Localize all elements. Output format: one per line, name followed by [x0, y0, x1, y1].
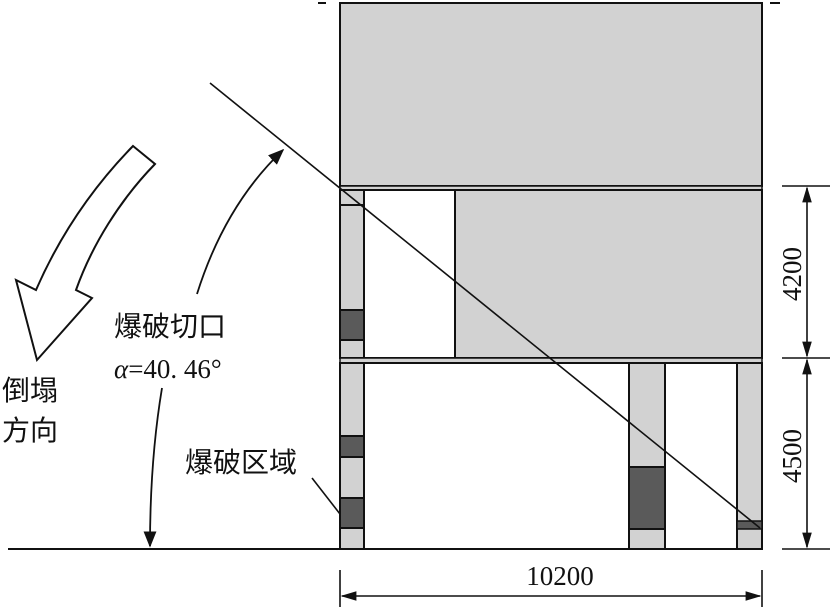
upper-building-block — [339, 2, 763, 187]
collapse-direction-label-line1: 倒塌 — [2, 374, 58, 407]
angle-label: α=40. 46° — [114, 354, 222, 384]
right-column — [736, 362, 763, 550]
charge-middle-column — [628, 466, 666, 530]
horizontal-dimension — [339, 570, 763, 607]
cut-slope-line — [209, 82, 761, 529]
charge-left-lower — [339, 497, 365, 529]
vertical-dimension — [782, 185, 830, 550]
first-story — [339, 362, 763, 550]
dimension-lower-story: 4500 — [777, 429, 807, 483]
collapse-direction-label-line2: 方向 — [2, 414, 58, 447]
blast-area-leader — [311, 477, 341, 515]
charge-left-middle — [339, 435, 365, 458]
charge-left-upper — [339, 309, 365, 341]
angle-arc-upper — [196, 148, 285, 295]
second-story-opening — [363, 189, 456, 359]
blast-area-label: 爆破区域 — [185, 446, 297, 479]
dimension-upper-story: 4200 — [777, 247, 807, 301]
cut-label: 爆破切口 — [114, 310, 226, 343]
dimension-total-width: 10200 — [526, 561, 594, 591]
angle-arc-lower — [143, 387, 163, 548]
charge-right-column — [736, 520, 763, 530]
collapse-direction-arrow-icon — [14, 144, 157, 363]
